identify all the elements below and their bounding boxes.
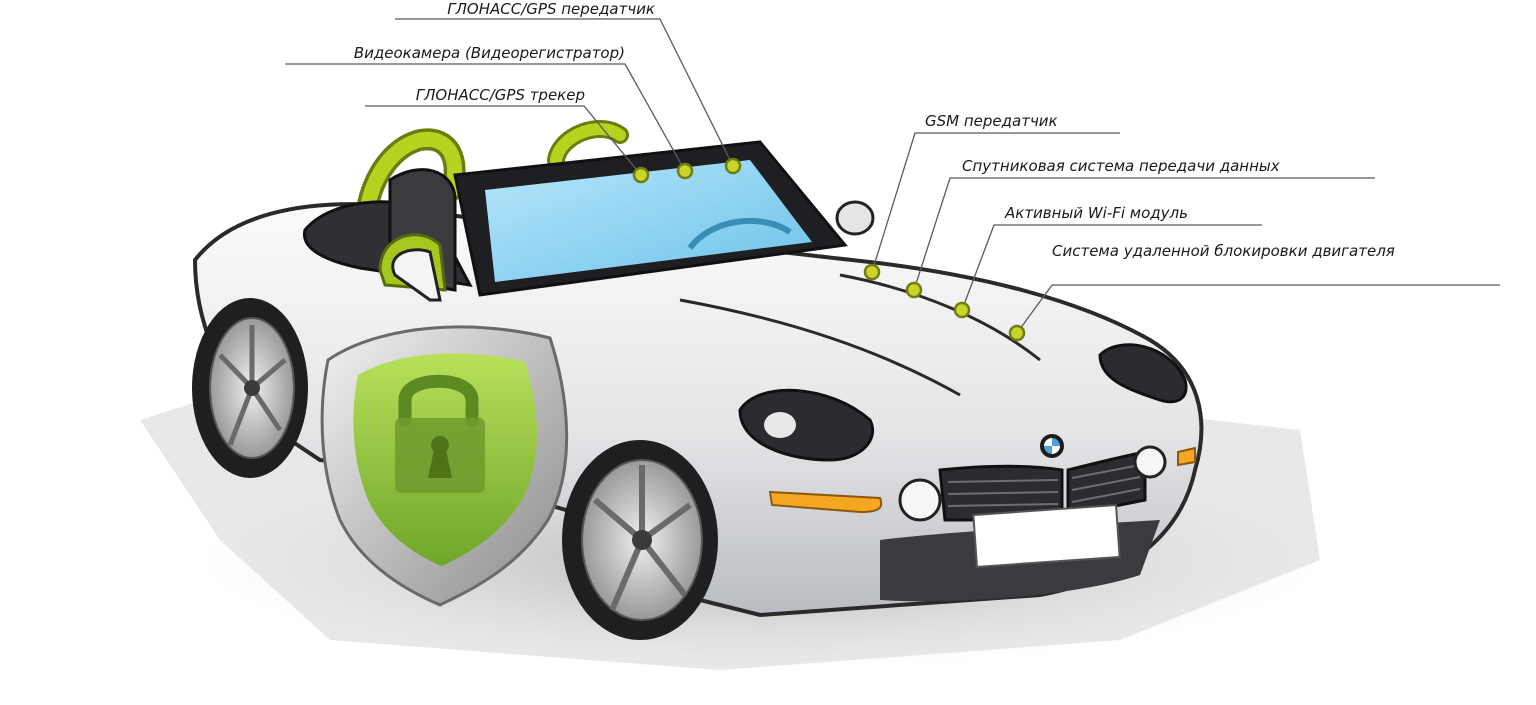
label-glonass-transmitter: ГЛОНАСС/GPS передатчик	[447, 0, 655, 18]
leader-wifi-module	[961, 224, 1262, 311]
marker-glonass-transmitter	[724, 157, 742, 175]
leader-lines	[285, 18, 1500, 334]
marker-video-camera	[676, 162, 694, 180]
leader-glonass-tracker	[365, 105, 642, 176]
rear-wheel	[192, 298, 308, 478]
marker-gsm-transmitter	[863, 263, 881, 281]
label-engine-block: Система удаленной блокировки двигателя	[1052, 242, 1395, 260]
car-body	[192, 140, 1204, 618]
label-glonass-tracker: ГЛОНАСС/GPS трекер	[415, 86, 585, 104]
marker-glonass-tracker	[632, 166, 650, 184]
label-wifi-module: Активный Wi-Fi модуль	[1005, 204, 1188, 222]
marker-engine-block	[1008, 324, 1026, 342]
leader-video-camera	[285, 63, 686, 172]
padlock-shield-icon	[320, 325, 569, 607]
leader-gsm-transmitter	[871, 132, 1120, 273]
sensor-markers	[632, 157, 1026, 342]
front-wheel	[562, 440, 718, 640]
leader-satellite-system	[913, 177, 1375, 291]
label-video-camera: Видеокамера (Видеорегистратор)	[353, 44, 625, 62]
label-satellite-system: Спутниковая система передачи данных	[962, 157, 1280, 175]
marker-wifi-module	[953, 301, 971, 319]
label-gsm-transmitter: GSM передатчик	[925, 112, 1058, 130]
leader-engine-block	[1016, 284, 1500, 334]
leader-glonass-transmitter	[395, 18, 734, 167]
marker-satellite-system	[905, 281, 923, 299]
